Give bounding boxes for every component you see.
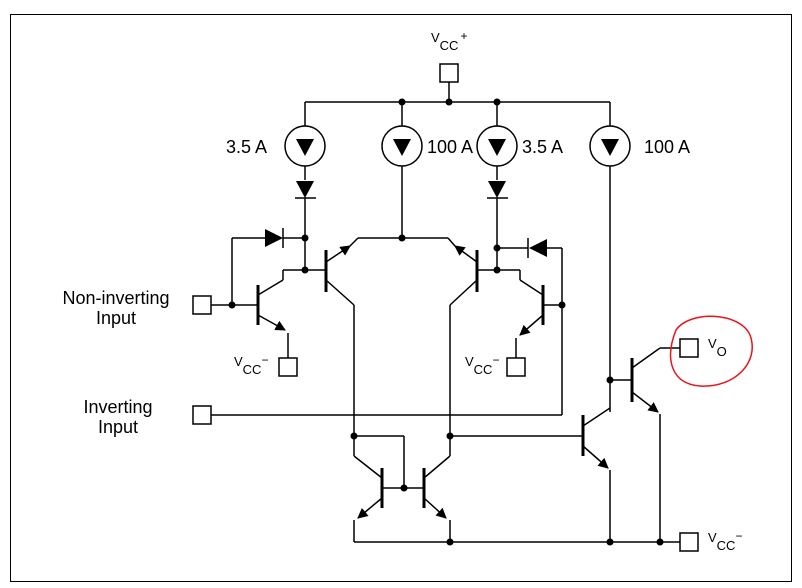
vcc-plus-sign: + bbox=[460, 29, 468, 43]
vcc-minus-label-left: VCC− bbox=[234, 352, 269, 377]
junction-dots bbox=[228, 98, 664, 546]
vo-v: V bbox=[708, 336, 717, 351]
vo-sub: O bbox=[716, 344, 727, 359]
inverting-input-terminal bbox=[192, 405, 212, 425]
vcc-minus-label-right: VCC− bbox=[465, 352, 500, 377]
non-inverting-line2: Input bbox=[95, 308, 137, 328]
vcc-minus-output-terminal bbox=[679, 532, 699, 552]
non-inverting-line1: Non-inverting bbox=[62, 288, 170, 308]
output-highlight-circle bbox=[669, 315, 753, 387]
non-inverting-label: Non-inverting Input bbox=[48, 288, 184, 328]
vcc-minus-v: V bbox=[234, 354, 243, 369]
current-label-1: 3.5 A bbox=[226, 137, 268, 157]
vcc-minus-terminal-right bbox=[506, 357, 526, 377]
output-label: VO bbox=[708, 334, 727, 359]
vcc-minus-sign: − bbox=[492, 353, 500, 367]
vcc-minus-sign: − bbox=[261, 353, 269, 367]
inverting-line1: Inverting bbox=[83, 397, 153, 417]
current-label-2: 100 A bbox=[427, 137, 474, 157]
inverting-label: Inverting Input bbox=[70, 397, 166, 437]
vcc-minus-sub: CC bbox=[716, 538, 736, 553]
inverting-line2: Input bbox=[97, 417, 139, 437]
vcc-minus-terminal-left bbox=[278, 357, 298, 377]
diode-icon bbox=[296, 181, 314, 198]
output-terminal bbox=[679, 338, 699, 358]
vcc-v: V bbox=[431, 30, 440, 45]
vcc-minus-v: V bbox=[708, 530, 717, 545]
current-label-3: 3.5 A bbox=[522, 137, 564, 157]
vcc-plus-label: VCC+ bbox=[431, 28, 468, 53]
vcc-minus-sub: CC bbox=[473, 362, 493, 377]
vcc-minus-sub: CC bbox=[242, 362, 262, 377]
current-label-4: 100 A bbox=[644, 137, 691, 157]
diode-icon bbox=[488, 181, 506, 198]
diagram-frame bbox=[10, 14, 792, 582]
vcc-minus-sign: − bbox=[735, 529, 743, 543]
vcc-minus-v: V bbox=[465, 354, 474, 369]
vcc-minus-label-output: VCC− bbox=[708, 528, 743, 553]
vcc-plus-terminal bbox=[439, 63, 459, 83]
vcc-sub: CC bbox=[439, 38, 459, 53]
non-inverting-input-terminal bbox=[192, 295, 212, 315]
